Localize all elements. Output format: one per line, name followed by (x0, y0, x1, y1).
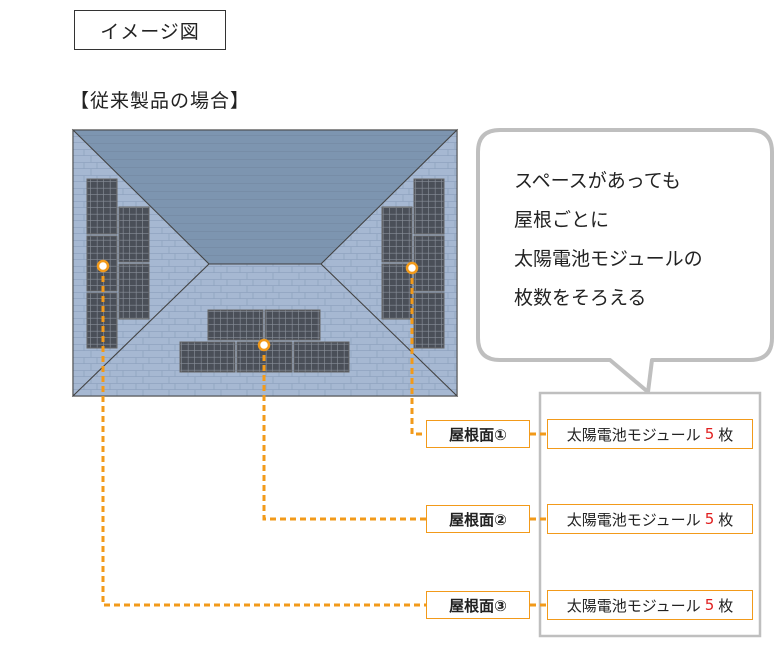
bubble-line: 枚数をそろえる (514, 287, 647, 309)
module-unit: 枚 (718, 596, 734, 615)
module-count: 5 (704, 510, 715, 528)
title-box: イメージ図 (74, 10, 226, 50)
marker-roof-3 (96, 259, 110, 273)
solar-panel (413, 292, 445, 349)
leader-line-roof-3 (101, 266, 426, 607)
solar-panel (381, 263, 413, 320)
solar-panel (118, 206, 150, 263)
roof-label-text: 屋根面③ (449, 596, 507, 615)
leader-line-roof-1 (410, 268, 426, 436)
solar-panel (293, 341, 350, 373)
marker-roof-2 (257, 338, 271, 352)
roof-label-3: 屋根面③ (426, 591, 530, 619)
module-count: 5 (704, 596, 715, 614)
leader-lines (101, 266, 547, 607)
solar-panel (413, 178, 445, 235)
speech-bubble (476, 128, 774, 394)
module-text: 太陽電池モジュール (566, 510, 701, 529)
bubble-line: スペースがあっても (514, 170, 681, 192)
roof-label-1: 屋根面① (426, 420, 530, 448)
roof-label-2: 屋根面② (426, 505, 530, 533)
roof-label-text: 屋根面② (449, 510, 507, 529)
solar-panel (179, 341, 236, 373)
module-label-3: 太陽電池モジュール 5 枚 (547, 590, 753, 620)
solar-panel (264, 309, 321, 341)
solar-panel (413, 235, 445, 292)
module-count: 5 (704, 425, 715, 443)
leader-line-roof-2 (262, 345, 426, 521)
bubble-text: スペースがあっても 屋根ごとに 太陽電池モジュールの 枚数をそろえる (514, 162, 754, 318)
module-label-2: 太陽電池モジュール 5 枚 (547, 504, 753, 534)
marker-roof-1 (405, 261, 419, 275)
section-heading: 【従来製品の場合】 (70, 90, 251, 112)
module-unit: 枚 (718, 425, 734, 444)
module-unit: 枚 (718, 510, 734, 529)
roof-label-text: 屋根面① (449, 425, 507, 444)
module-label-1: 太陽電池モジュール 5 枚 (547, 419, 753, 449)
module-text: 太陽電池モジュール (566, 596, 701, 615)
solar-panel (118, 263, 150, 320)
solar-panel (207, 309, 264, 341)
title-text: イメージ図 (100, 20, 200, 43)
bubble-line: 太陽電池モジュールの (514, 248, 703, 270)
bubble-line: 屋根ごとに (514, 209, 610, 231)
module-text: 太陽電池モジュール (566, 425, 701, 444)
solar-panel (381, 206, 413, 263)
solar-panel (86, 178, 118, 235)
